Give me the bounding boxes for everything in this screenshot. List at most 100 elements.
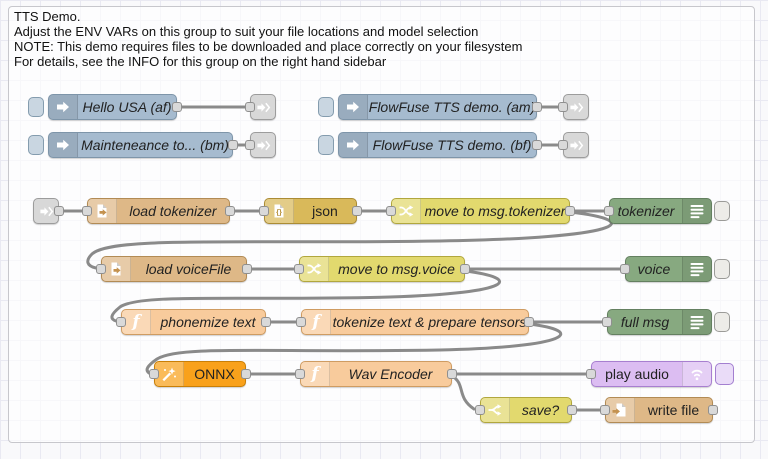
svg-text:{}: {} — [276, 208, 282, 217]
inject-arrow-icon — [339, 95, 368, 119]
node-debug-tokenizer[interactable]: tokenizer — [604, 198, 712, 224]
group-title-line: NOTE: This demo requires files to be dow… — [14, 39, 523, 54]
node-label: load voiceFile — [145, 261, 232, 277]
input-port[interactable] — [294, 264, 304, 274]
output-port[interactable] — [524, 317, 534, 327]
node-link-in[interactable] — [33, 198, 64, 224]
node-inject-hello-usa[interactable]: Hello USA (af) — [48, 94, 182, 120]
wire[interactable] — [110, 269, 502, 323]
input-port[interactable] — [259, 206, 269, 216]
wire[interactable] — [450, 374, 476, 411]
input-port[interactable] — [600, 405, 610, 415]
output-port[interactable] — [225, 206, 235, 216]
play-audio-button[interactable] — [715, 363, 734, 385]
node-label: FlowFuse TTS demo. (am) — [368, 99, 536, 115]
file-read-icon — [102, 257, 131, 281]
input-port[interactable] — [475, 405, 485, 415]
output-port[interactable] — [242, 264, 252, 274]
input-port[interactable] — [602, 317, 612, 327]
output-port[interactable] — [54, 206, 64, 216]
node-move-to-msg-tokenizer[interactable]: move to msg.tokenizer — [386, 198, 575, 224]
input-port[interactable] — [558, 102, 568, 112]
node-label: load tokenizer — [129, 203, 217, 219]
magic-wand-icon — [155, 362, 184, 386]
input-port[interactable] — [96, 264, 106, 274]
input-port[interactable] — [604, 206, 614, 216]
output-port[interactable] — [532, 102, 542, 112]
node-load-voicefile[interactable]: load voiceFile — [96, 256, 252, 282]
output-port[interactable] — [241, 369, 251, 379]
node-link-out[interactable] — [245, 94, 276, 120]
list-lines-icon — [682, 257, 711, 281]
file-write-icon — [606, 398, 635, 422]
node-json[interactable]: {} json — [259, 198, 362, 224]
output-port[interactable] — [567, 405, 577, 415]
node-move-to-msg-voice[interactable]: move to msg.voice — [294, 256, 470, 282]
node-label: Hello USA (af) — [82, 99, 172, 115]
node-play-audio[interactable]: play audio — [586, 361, 712, 387]
input-port[interactable] — [620, 264, 630, 274]
input-port[interactable] — [116, 317, 126, 327]
function-f-icon: f — [302, 310, 331, 334]
inject-arrow-icon — [49, 133, 78, 157]
wire[interactable] — [86, 210, 613, 270]
function-f-icon: f — [122, 310, 151, 334]
debug-toggle-button[interactable] — [714, 259, 730, 279]
node-label: play audio — [605, 366, 669, 382]
file-read-icon — [88, 199, 117, 223]
debug-toggle-button[interactable] — [714, 312, 730, 332]
input-port[interactable] — [149, 369, 159, 379]
node-phonemize-text[interactable]: f phonemize text — [116, 309, 271, 335]
node-label: tokenizer — [617, 203, 675, 219]
node-switch-save[interactable]: save? — [475, 397, 577, 423]
output-port[interactable] — [172, 102, 182, 112]
node-onnx[interactable]: ONNX — [149, 361, 251, 387]
node-label: move to msg.voice — [338, 261, 455, 277]
group-title-line: For details, see the INFO for this group… — [14, 54, 387, 69]
output-port[interactable] — [708, 405, 718, 415]
input-port[interactable] — [296, 317, 306, 327]
node-label: phonemize text — [160, 314, 256, 330]
output-port[interactable] — [261, 317, 271, 327]
node-inject-maintenance[interactable]: Mainteneance to... (bm) — [48, 132, 238, 158]
output-port[interactable] — [352, 206, 362, 216]
inject-button[interactable] — [318, 135, 334, 155]
wire[interactable] — [145, 322, 563, 375]
node-link-out[interactable] — [558, 94, 589, 120]
output-port[interactable] — [447, 369, 457, 379]
node-label: FlowFuse TTS demo. (bf) — [372, 137, 532, 153]
json-braces-icon: {} — [265, 199, 294, 223]
node-label: write file — [647, 402, 700, 418]
debug-toggle-button[interactable] — [714, 201, 730, 221]
input-port[interactable] — [295, 369, 305, 379]
input-port[interactable] — [386, 206, 396, 216]
output-port[interactable] — [228, 140, 238, 150]
node-write-file[interactable]: write file — [600, 397, 718, 423]
node-link-out[interactable] — [245, 132, 276, 158]
inject-button[interactable] — [318, 97, 334, 117]
output-port[interactable] — [565, 206, 575, 216]
input-port[interactable] — [82, 206, 92, 216]
node-label: tokenize text & prepare tensors — [332, 314, 527, 330]
node-label: save? — [521, 402, 560, 418]
input-port[interactable] — [245, 102, 255, 112]
inject-button[interactable] — [28, 135, 44, 155]
node-inject-flowfuse-am[interactable]: FlowFuse TTS demo. (am) — [338, 94, 542, 120]
node-link-out[interactable] — [558, 132, 589, 158]
shuffle-icon — [392, 199, 421, 223]
node-debug-full-msg[interactable]: full msg — [602, 309, 712, 335]
input-port[interactable] — [245, 140, 255, 150]
input-port[interactable] — [558, 140, 568, 150]
node-inject-flowfuse-bf[interactable]: FlowFuse TTS demo. (bf) — [338, 132, 542, 158]
output-port[interactable] — [460, 264, 470, 274]
input-port[interactable] — [586, 369, 596, 379]
inject-button[interactable] — [28, 97, 44, 117]
node-wav-encoder[interactable]: f Wav Encoder — [295, 361, 457, 387]
inject-arrow-icon — [339, 133, 368, 157]
node-tokenize-text[interactable]: f tokenize text & prepare tensors — [296, 309, 534, 335]
node-load-tokenizer[interactable]: load tokenizer — [82, 198, 235, 224]
node-debug-voice[interactable]: voice — [620, 256, 712, 282]
output-port[interactable] — [532, 140, 542, 150]
